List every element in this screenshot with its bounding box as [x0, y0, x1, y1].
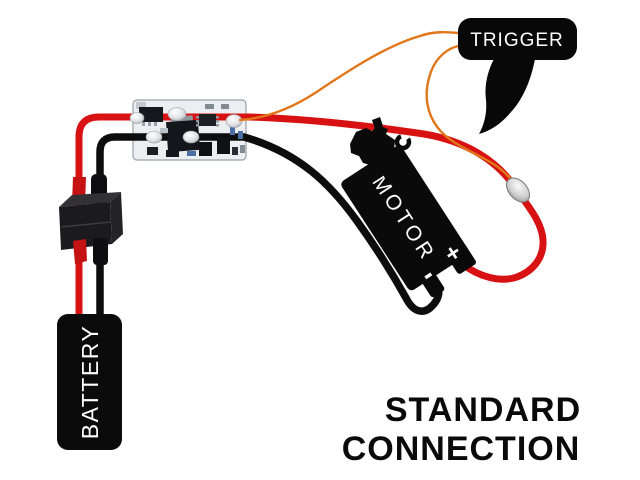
- connector-seam: [60, 221, 112, 228]
- smd-resistor: [205, 104, 214, 109]
- smd-ic: [199, 114, 216, 126]
- chip-pin: [148, 122, 151, 126]
- title-line-1: STANDARD: [385, 391, 581, 429]
- smd-capacitor: [230, 126, 235, 135]
- ic-leg: [216, 120, 219, 123]
- motor-positive-terminal: [446, 243, 476, 274]
- motor-negative-terminal: [421, 272, 445, 298]
- connector-housing-side-face: [110, 192, 123, 244]
- trigger-blade: [479, 59, 535, 134]
- pinion-gear: [350, 125, 398, 166]
- motor-pinion-gear: [350, 117, 412, 181]
- smd-component: [199, 142, 212, 156]
- smd-component: [217, 137, 230, 154]
- chip-pin: [142, 122, 145, 126]
- ic-leg: [196, 116, 199, 119]
- battery-connector: [59, 174, 123, 265]
- signal-wire-trigger-to-positive: [425, 44, 519, 190]
- ic-leg: [216, 124, 219, 127]
- gear-nub: [372, 117, 383, 129]
- smd-component: [232, 147, 238, 155]
- solder-joint: [145, 130, 163, 144]
- trigger-label: TRIGGER: [470, 30, 564, 51]
- signal-splice-bead: [505, 177, 531, 203]
- motor-body: [341, 145, 469, 291]
- battery-body: [57, 314, 122, 450]
- smd-component: [147, 147, 158, 155]
- solder-joint: [167, 107, 187, 121]
- smd-capacitor: [238, 131, 243, 139]
- smd-chip: [139, 107, 163, 122]
- connector-positive-terminal-bottom: [73, 239, 87, 264]
- solder-joint: [129, 112, 145, 124]
- solder-joints: [129, 107, 243, 144]
- diagram-title: STANDARD CONNECTION: [342, 391, 581, 468]
- negative-wire: [96, 133, 443, 324]
- title-line-2: CONNECTION: [342, 430, 581, 468]
- motor-shaft: [377, 156, 399, 181]
- solder-bead: [505, 177, 531, 203]
- trigger-label-box: [458, 18, 577, 60]
- ic-leg: [196, 120, 199, 123]
- ic-leg: [216, 116, 219, 119]
- smd-component: [136, 102, 146, 109]
- smd-component: [166, 150, 179, 157]
- connector-housing-top-face: [59, 192, 121, 207]
- signal-wire-board-to-trigger: [238, 30, 460, 122]
- trigger: TRIGGER: [458, 18, 577, 134]
- smd-resistor: [240, 145, 245, 153]
- battery-label: BATTERY: [77, 325, 103, 439]
- smd-resistor: [221, 104, 229, 109]
- smd-resistor: [160, 128, 168, 133]
- chip-pin: [154, 122, 157, 126]
- battery: BATTERY: [57, 314, 122, 450]
- smd-capacitor: [187, 151, 196, 156]
- solder-joint: [182, 130, 200, 144]
- connector-negative-plug-bottom: [93, 238, 108, 265]
- ic-leg: [196, 124, 199, 127]
- motor: MOTOR + -: [341, 117, 476, 298]
- gear-clip-ring: [394, 133, 412, 151]
